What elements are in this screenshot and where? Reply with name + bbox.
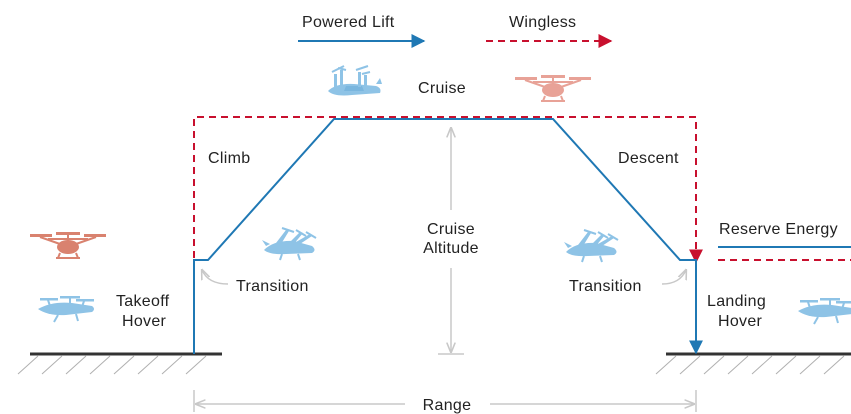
tilt-rotor-aircraft-icon xyxy=(261,227,317,261)
landing-hover-label-line2: Hover xyxy=(718,313,763,330)
cruise-label: Cruise xyxy=(418,80,466,97)
cruise-altitude-dimension xyxy=(438,128,464,355)
cruise-altitude-label-line2: Altitude xyxy=(423,240,479,257)
transition-left-arrow xyxy=(202,270,229,285)
range-label: Range xyxy=(423,397,472,414)
ground-left xyxy=(17,352,222,375)
powered-lift-flight-path xyxy=(193,118,703,355)
legend-wingless-label: Wingless xyxy=(509,14,576,31)
cruise-altitude-label-line1: Cruise xyxy=(427,221,475,238)
ground-right xyxy=(655,352,851,375)
tilt-rotor-aircraft-icon xyxy=(563,229,619,263)
multicopter-icon xyxy=(29,231,107,259)
landing-hover-label-line1: Landing xyxy=(707,293,766,310)
transition-left-label: Transition xyxy=(236,278,309,295)
tilt-rotor-aircraft-icon xyxy=(327,65,383,97)
tilt-rotor-aircraft-icon xyxy=(797,297,851,325)
climb-label: Climb xyxy=(208,150,250,167)
range-dimension xyxy=(193,390,697,412)
transition-right-arrow xyxy=(661,270,686,285)
tilt-rotor-aircraft-icon xyxy=(37,295,95,323)
legend-powered-lift-label: Powered Lift xyxy=(302,14,395,31)
takeoff-hover-label-line2: Hover xyxy=(122,313,167,330)
transition-right-label: Transition xyxy=(569,278,642,295)
multicopter-icon xyxy=(514,74,592,102)
descent-label: Descent xyxy=(618,150,679,167)
reserve-energy-label: Reserve Energy xyxy=(719,221,838,238)
takeoff-hover-label-line1: Takeoff xyxy=(116,293,170,310)
legend: Powered Lift Wingless xyxy=(298,14,613,48)
